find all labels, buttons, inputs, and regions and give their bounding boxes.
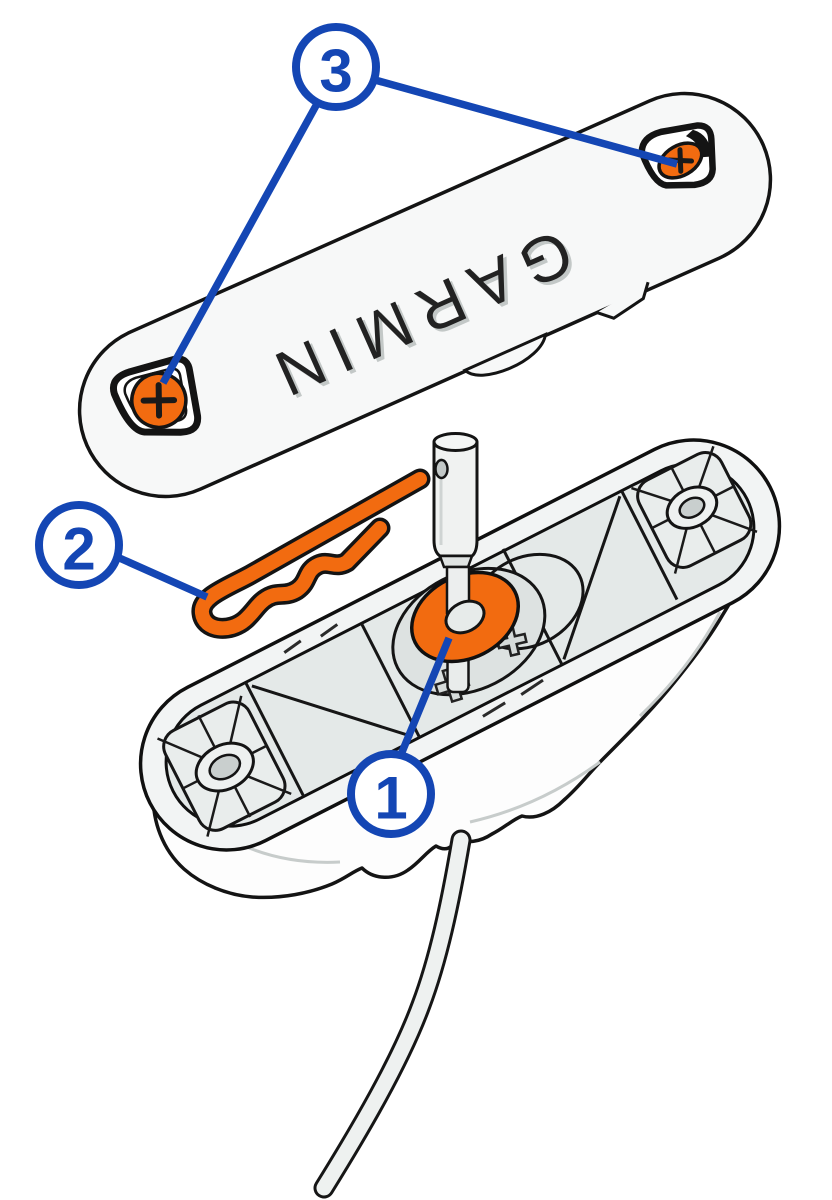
callout-2-circle [35,501,123,589]
boss-fan-left [157,695,292,837]
mount-base [138,438,782,900]
antenna-post-step [438,554,474,569]
callout-2-label: 2 [62,516,95,583]
antenna-cable [313,829,472,1199]
antenna-cover: GARMIN GARMIN [77,91,773,499]
callout-3-circle [292,23,380,111]
cotter-pin-body [195,472,427,636]
antenna-cover-notch [596,281,650,320]
screw-recess-right-shadow [685,129,712,158]
callout-2-leader [113,552,209,601]
callout-3-label: 3 [319,38,352,105]
gasket-washer-hole [444,599,486,635]
antenna-cable-outline [313,829,472,1199]
callout-2: 2 [35,501,209,601]
boss-fan-right [631,445,758,574]
callout-3-leader-right [373,76,679,168]
callout-1-leader [396,636,453,759]
antenna-post-top [432,432,479,452]
callout-3: 3 [159,23,679,385]
callout-1-label: 1 [374,765,407,832]
cover-screw-right [638,122,716,189]
callout-1: 1 [347,636,453,838]
antenna-post [432,432,486,635]
antenna-cover-dome-bump [462,331,548,377]
callout-1-circle [347,750,435,838]
screw-left-phillips-icon [140,382,178,419]
callout-3-leader-left [159,100,322,385]
antenna-cover-body [77,91,773,499]
cover-screw-left [110,355,202,436]
antenna-cable-body [316,832,469,1196]
antenna-post-pin-hole [434,458,449,480]
interior-ribs [244,490,679,798]
cotter-pin [191,468,431,639]
rim-tick-marks [283,623,544,718]
